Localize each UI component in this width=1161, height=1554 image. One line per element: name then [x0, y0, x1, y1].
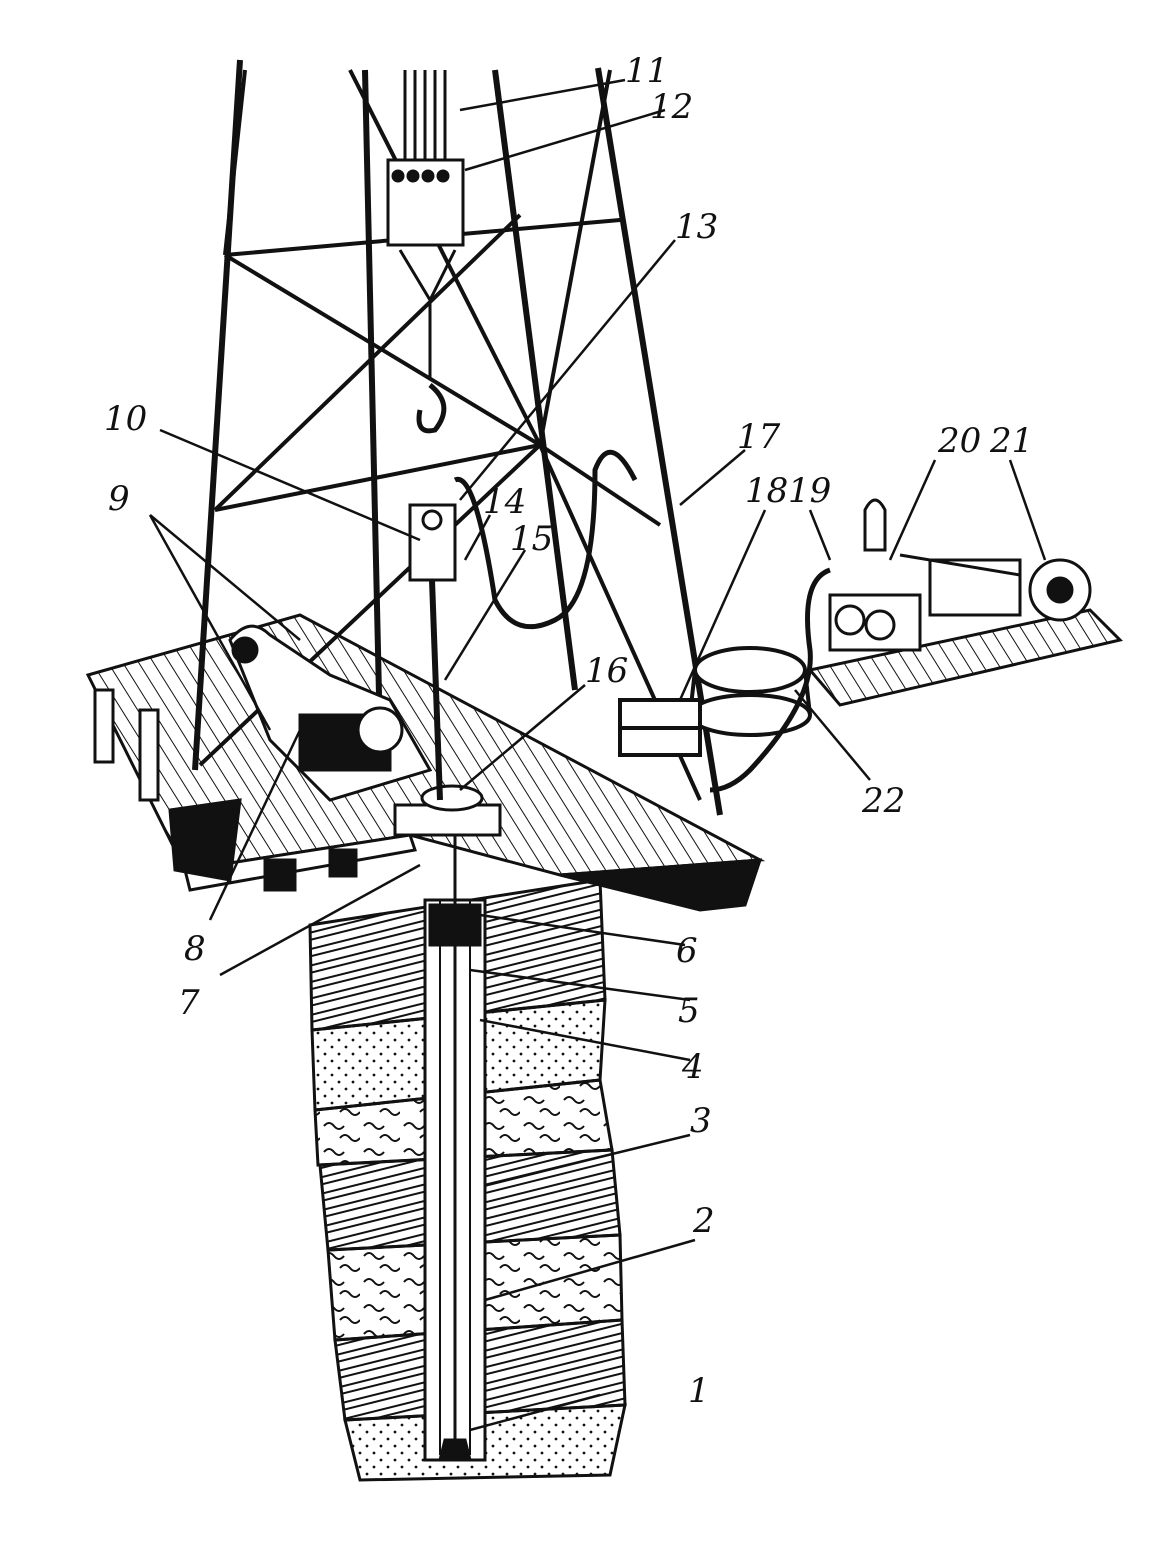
callout-20: 20 [937, 421, 981, 461]
hook [416, 383, 447, 434]
callout-11: 11 [625, 51, 668, 91]
conductor-casing [428, 903, 482, 947]
callout-21: 21 [989, 421, 1033, 461]
callout-7: 7 [178, 983, 200, 1023]
callout-10: 10 [104, 399, 147, 439]
callout-1: 1 [688, 1371, 710, 1411]
callout-17: 17 [737, 417, 781, 457]
callout-8: 8 [184, 929, 206, 969]
callout-9: 9 [108, 479, 130, 519]
callout-22: 22 [861, 781, 905, 821]
callout-19: 19 [788, 471, 831, 511]
callout-6: 6 [676, 931, 698, 971]
geologic-section [308, 800, 627, 1482]
callout-15: 15 [510, 519, 553, 559]
pump-unit [709, 498, 1123, 793]
callout-2: 2 [692, 1201, 715, 1241]
callout-12: 12 [650, 87, 693, 127]
rotary-table [420, 784, 484, 812]
mud-pit [618, 646, 812, 757]
callout-5: 5 [678, 991, 700, 1031]
leader-lines [148, 78, 1047, 1432]
callout-14: 14 [483, 482, 526, 522]
callout-labels: 1 2 3 4 5 6 7 8 9 10 11 12 13 14 15 16 1… [104, 51, 1033, 1411]
drill-bit [438, 1438, 472, 1462]
hoist-system [386, 70, 638, 801]
mud-hose [453, 449, 638, 630]
callout-16: 16 [585, 651, 628, 691]
drawworks [228, 624, 433, 802]
callout-13: 13 [675, 207, 718, 247]
callout-4: 4 [681, 1047, 704, 1087]
derrick [192, 59, 723, 816]
callout-3: 3 [690, 1101, 712, 1141]
callout-18: 18 [745, 471, 788, 511]
